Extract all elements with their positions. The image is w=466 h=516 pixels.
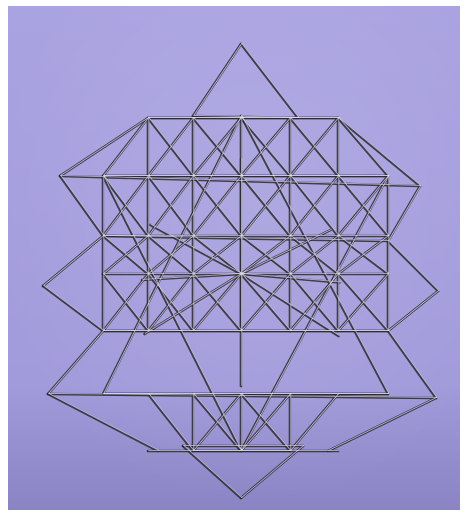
photograph: [8, 6, 460, 510]
wire-sculpture-image: [8, 6, 460, 510]
